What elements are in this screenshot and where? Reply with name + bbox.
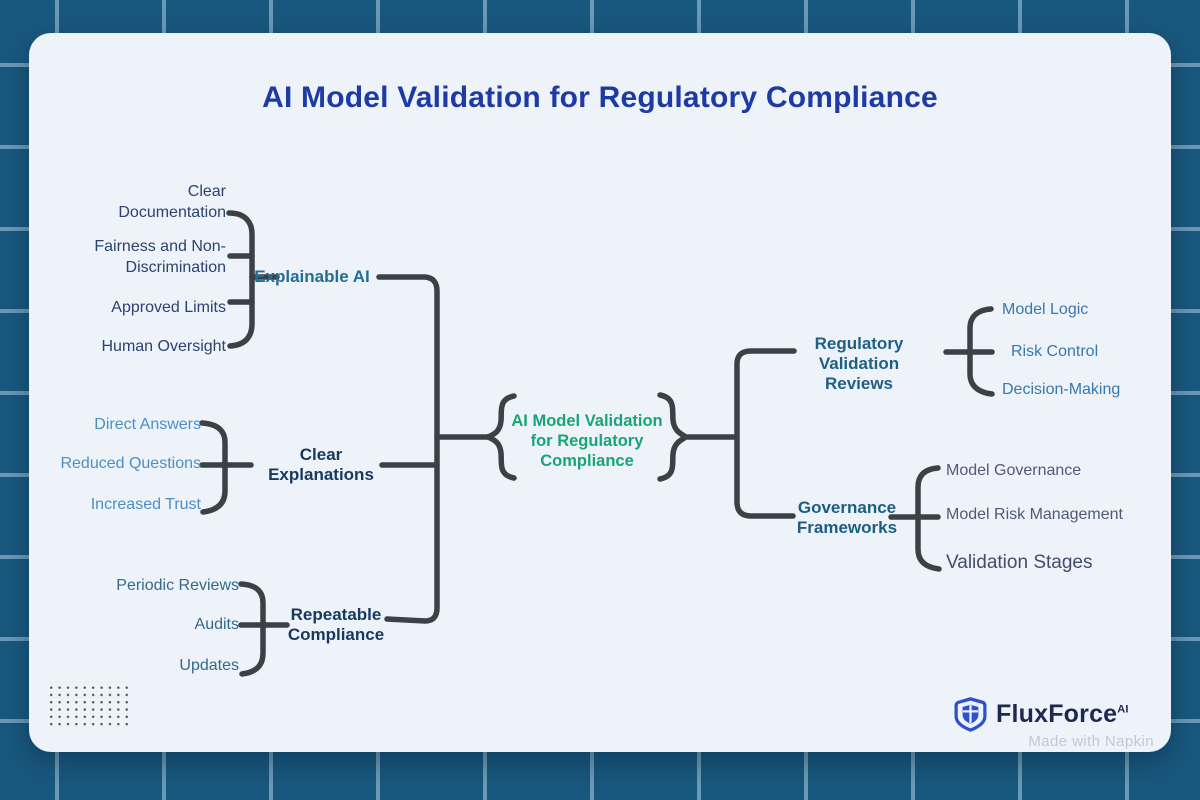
- diagram-title: AI Model Validation for Regulatory Compl…: [262, 81, 938, 114]
- brand-name-text: FluxForce: [996, 700, 1118, 728]
- node-reduced-questions: Reduced Questions: [60, 455, 201, 472]
- node-periodic-reviews: Periodic Reviews: [116, 577, 239, 594]
- fluxforce-shield-icon: [954, 697, 987, 732]
- branch-label-repeatable-compliance: Repeatable Compliance: [287, 605, 385, 644]
- node-human-oversight: Human Oversight: [101, 338, 227, 355]
- node-updates: Updates: [179, 657, 239, 674]
- node-risk-control: Risk Control: [1011, 343, 1099, 360]
- bracket-clear-explanations: [199, 420, 254, 515]
- connector-lines: [199, 210, 995, 677]
- node-model-logic: Model Logic: [1002, 301, 1089, 318]
- left-main-spine: [376, 274, 440, 624]
- node-validation-stages: Validation Stages: [946, 552, 1093, 573]
- node-clear-documentation: Clear Documentation: [118, 183, 226, 221]
- brand-footer: FluxForceAI: [954, 697, 1129, 732]
- center-node: AI Model Validation for Regulatory Compl…: [511, 412, 663, 470]
- node-decision-making: Decision-Making: [1002, 381, 1121, 398]
- node-approved-limits: Approved Limits: [111, 299, 226, 316]
- node-model-governance: Model Governance: [946, 462, 1082, 479]
- diagram-card: AI Model Validation for Regulatory Compl…: [29, 33, 1171, 752]
- dot-grid-decoration: [47, 684, 133, 726]
- branch-label-explainable-ai: Explainable AI: [254, 267, 370, 286]
- right-main-spine: [734, 348, 797, 519]
- brand-name-sup: AI: [1117, 703, 1129, 716]
- branch-label-clear-explanations: Clear Explanations: [268, 445, 374, 484]
- bracket-repeatable-compliance: [238, 581, 290, 677]
- branch-label-regulatory-validation-reviews: Regulatory Validation Reviews: [814, 334, 904, 393]
- bracket-governance-frameworks: [888, 465, 942, 572]
- node-increased-trust: Increased Trust: [90, 496, 201, 513]
- bracket-regulatory-reviews: [943, 306, 995, 397]
- bracket-explainable: [226, 210, 280, 349]
- node-fairness-non-discrimination: Fairness and Non-Discrimination: [94, 238, 226, 276]
- node-audits: Audits: [194, 616, 239, 633]
- napkin-watermark: Made with Napkin: [1028, 733, 1154, 750]
- center-left-brace: [485, 393, 517, 481]
- brand-name: FluxForceAI: [996, 700, 1129, 729]
- node-direct-answers: Direct Answers: [94, 416, 201, 433]
- node-model-risk-management: Model Risk Management: [946, 506, 1123, 523]
- branch-label-governance-frameworks: Governance Frameworks: [796, 498, 898, 537]
